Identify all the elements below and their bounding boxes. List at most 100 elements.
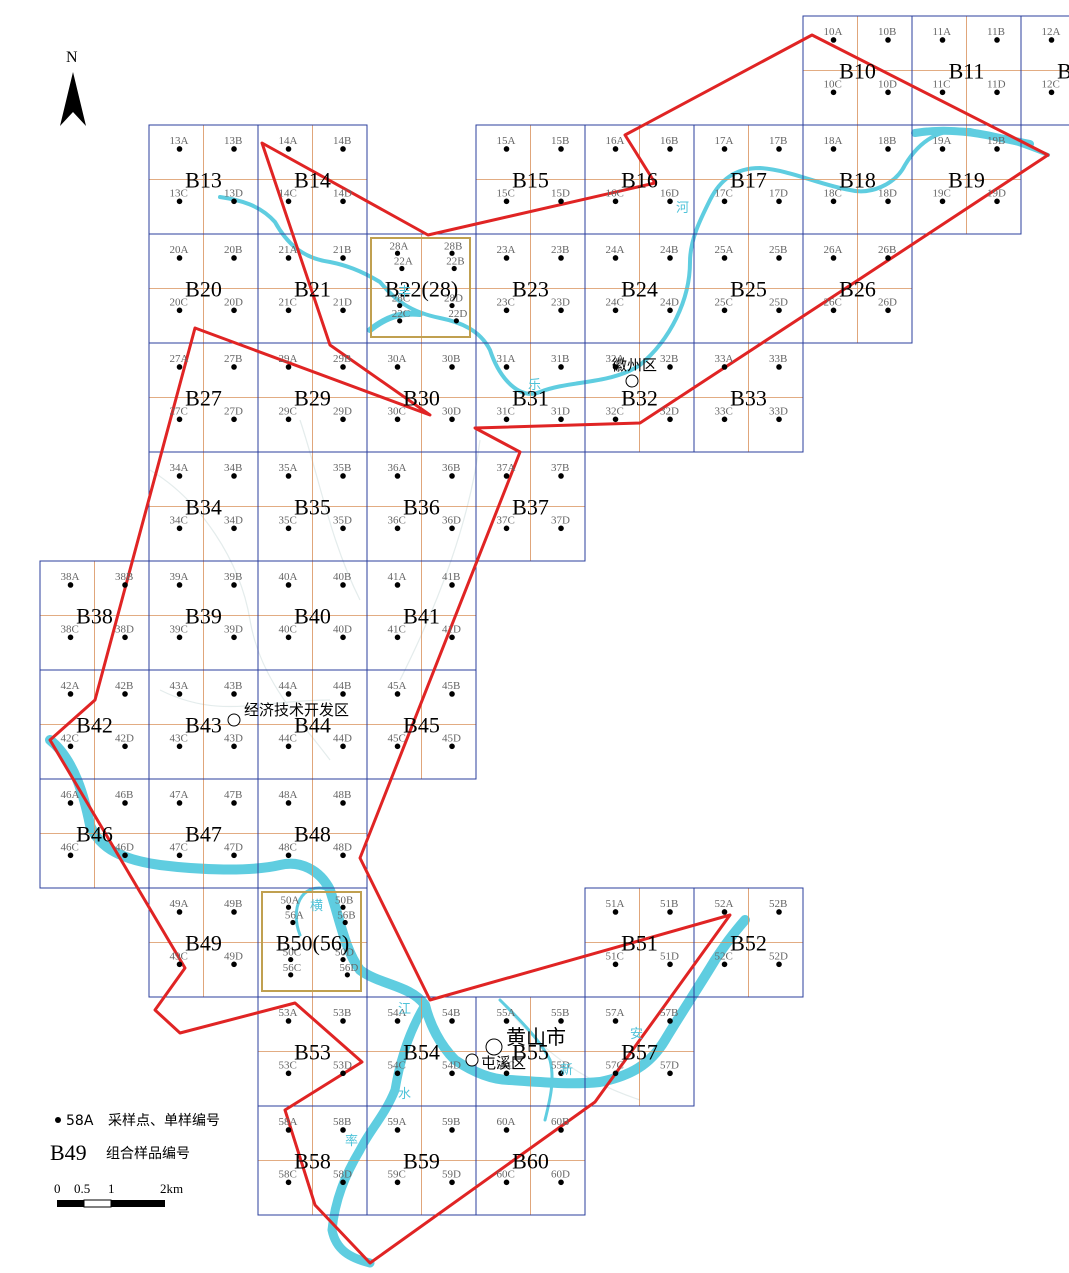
sample-point-16C — [612, 198, 619, 205]
sample-point-34D — [231, 525, 237, 532]
sample-label-58B: 58B — [333, 1116, 351, 1128]
inset-label-56A: 56A — [285, 910, 304, 922]
block-label-B39: B39 — [185, 604, 222, 629]
sample-point-43D — [231, 743, 237, 750]
sample-label-59D: 59D — [442, 1168, 461, 1180]
sample-point-17C — [721, 198, 728, 205]
sample-label-26D: 26D — [878, 296, 897, 308]
sample-label-30D: 30D — [442, 405, 461, 417]
block-label-B32: B32 — [621, 386, 658, 411]
sample-point-13A — [176, 146, 183, 152]
block-label-B18: B18 — [839, 168, 876, 193]
sample-label-36C: 36C — [388, 514, 406, 526]
sample-label-60C: 60C — [497, 1168, 515, 1180]
sample-label-45C: 45C — [388, 732, 406, 744]
block-label-B42: B42 — [76, 713, 113, 738]
block-label-B33: B33 — [730, 386, 767, 411]
sample-point-57A — [612, 1018, 619, 1024]
sample-label-58D: 58D — [333, 1168, 352, 1180]
sample-point-40D — [340, 634, 346, 641]
sample-label-21C: 21C — [279, 296, 297, 308]
sample-label-12C: 12C — [1042, 78, 1060, 90]
sample-point-18B — [885, 146, 891, 152]
sample-point-25B — [776, 255, 782, 261]
sample-point-13D — [231, 198, 237, 205]
river-label-6: 率 — [345, 1133, 358, 1149]
sample-label-44B: 44B — [333, 680, 351, 692]
river-label-1: 乐 — [528, 378, 541, 393]
sample-point-57B — [667, 1018, 673, 1024]
sample-point-11A — [939, 37, 946, 43]
sample-label-21A: 21A — [279, 244, 298, 256]
sample-point-53C — [285, 1070, 292, 1077]
sample-label-38D: 38D — [115, 623, 134, 635]
sample-label-42A: 42A — [61, 680, 80, 692]
sample-point-26B — [885, 255, 891, 261]
sample-point-34B — [231, 473, 237, 479]
sample-label-41D: 41D — [442, 623, 461, 635]
sample-point-35D — [340, 525, 346, 532]
sample-label-15A: 15A — [497, 135, 516, 147]
inset-point-50C — [288, 956, 294, 963]
sample-label-10D: 10D — [878, 78, 897, 90]
place-marker-huizhou — [625, 374, 639, 388]
river-label-2: 河 — [676, 201, 689, 216]
grid-cell-B19 — [911, 124, 1022, 235]
sample-label-29C: 29C — [279, 405, 297, 417]
sample-point-45A — [394, 691, 401, 697]
sample-label-23D: 23D — [551, 296, 570, 308]
sample-label-24B: 24B — [660, 244, 678, 256]
sample-label-24A: 24A — [606, 244, 625, 256]
sample-label-16B: 16B — [660, 135, 678, 147]
block-label-B43: B43 — [185, 713, 222, 738]
sample-point-41D — [449, 634, 455, 641]
sample-label-34C: 34C — [170, 514, 188, 526]
sample-point-30D — [449, 416, 455, 423]
sample-point-26D — [885, 307, 891, 314]
sample-point-13C — [176, 198, 183, 205]
sample-point-58A — [285, 1127, 292, 1133]
sample-label-16D: 16D — [660, 187, 679, 199]
sample-label-19A: 19A — [933, 135, 952, 147]
sample-point-11D — [994, 89, 1000, 96]
sample-label-19D: 19D — [987, 187, 1006, 199]
inset-point-56D — [344, 972, 350, 978]
inset-point-22A — [399, 265, 405, 272]
inset-label-50D: 50D — [335, 947, 354, 959]
sample-point-40A — [285, 582, 292, 588]
sample-point-26C — [830, 307, 837, 314]
sample-label-32C: 32C — [606, 405, 624, 417]
sample-point-53B — [340, 1018, 346, 1024]
sample-label-54C: 54C — [388, 1059, 406, 1071]
block-label-B35: B35 — [294, 495, 331, 520]
sample-label-16A: 16A — [606, 135, 625, 147]
inset-point-28C — [397, 302, 403, 309]
sample-label-59A: 59A — [388, 1116, 407, 1128]
sample-point-60B — [558, 1127, 564, 1133]
sample-point-57D — [667, 1070, 673, 1077]
sample-point-19D — [994, 198, 1000, 205]
inset-point-56B — [342, 919, 348, 926]
sample-point-57C — [612, 1070, 619, 1077]
place-marker-tunxi — [465, 1053, 479, 1067]
sample-label-54B: 54B — [442, 1007, 460, 1019]
sample-label-21B: 21B — [333, 244, 351, 256]
sample-point-43C — [176, 743, 183, 750]
sample-point-31C — [503, 416, 510, 423]
sample-point-14D — [340, 198, 346, 205]
place-label-econ: 经济技术开发区 — [244, 701, 349, 719]
sample-point-37A — [503, 473, 510, 479]
block-label-B44: B44 — [294, 713, 331, 738]
sample-point-44C — [285, 743, 292, 750]
sample-label-40B: 40B — [333, 571, 351, 583]
sample-label-43C: 43C — [170, 732, 188, 744]
block-label-B25: B25 — [730, 277, 767, 302]
sample-label-53A: 53A — [279, 1007, 298, 1019]
sample-label-37C: 37C — [497, 514, 515, 526]
sample-point-23B — [558, 255, 564, 261]
inset-point-22B — [451, 265, 457, 272]
sample-point-31A — [503, 364, 510, 370]
sample-point-14C — [285, 198, 292, 205]
sample-label-54D: 54D — [442, 1059, 461, 1071]
sample-label-31C: 31C — [497, 405, 515, 417]
